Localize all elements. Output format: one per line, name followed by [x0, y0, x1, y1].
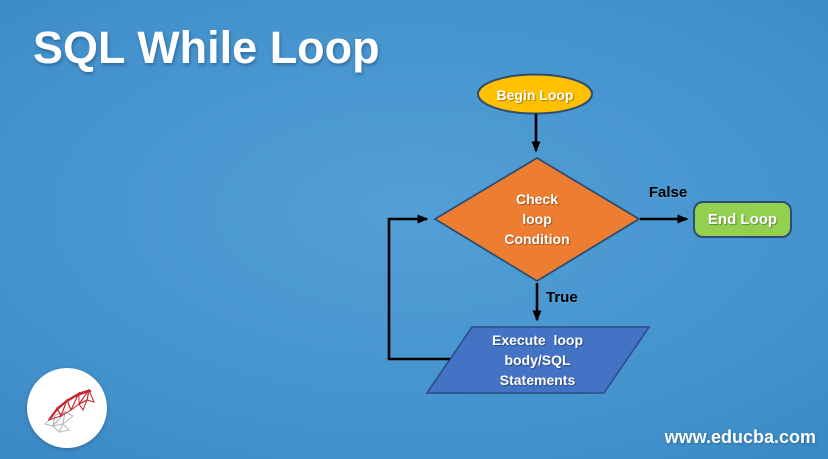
false-edge-label: False [648, 184, 688, 201]
begin-loop-ellipse [477, 73, 593, 115]
sql-server-logo [27, 368, 107, 448]
arrow-loopback-to-condition [387, 214, 450, 361]
begin-loop-label: Begin Loop [496, 86, 574, 103]
condition-diamond [433, 156, 641, 283]
process-label: Execute loop body/SQL Statements [491, 332, 584, 388]
true-edge-label: True [546, 289, 578, 306]
end-loop-label: End Loop [707, 210, 778, 228]
page-title: SQL While Loop [33, 22, 380, 73]
sql-server-logo-graphic [43, 388, 95, 433]
process-parallelogram [425, 326, 651, 394]
watermark: www.educba.com [664, 427, 816, 447]
end-loop-rect [693, 201, 792, 238]
condition-label: Check loop Condition [504, 191, 570, 247]
